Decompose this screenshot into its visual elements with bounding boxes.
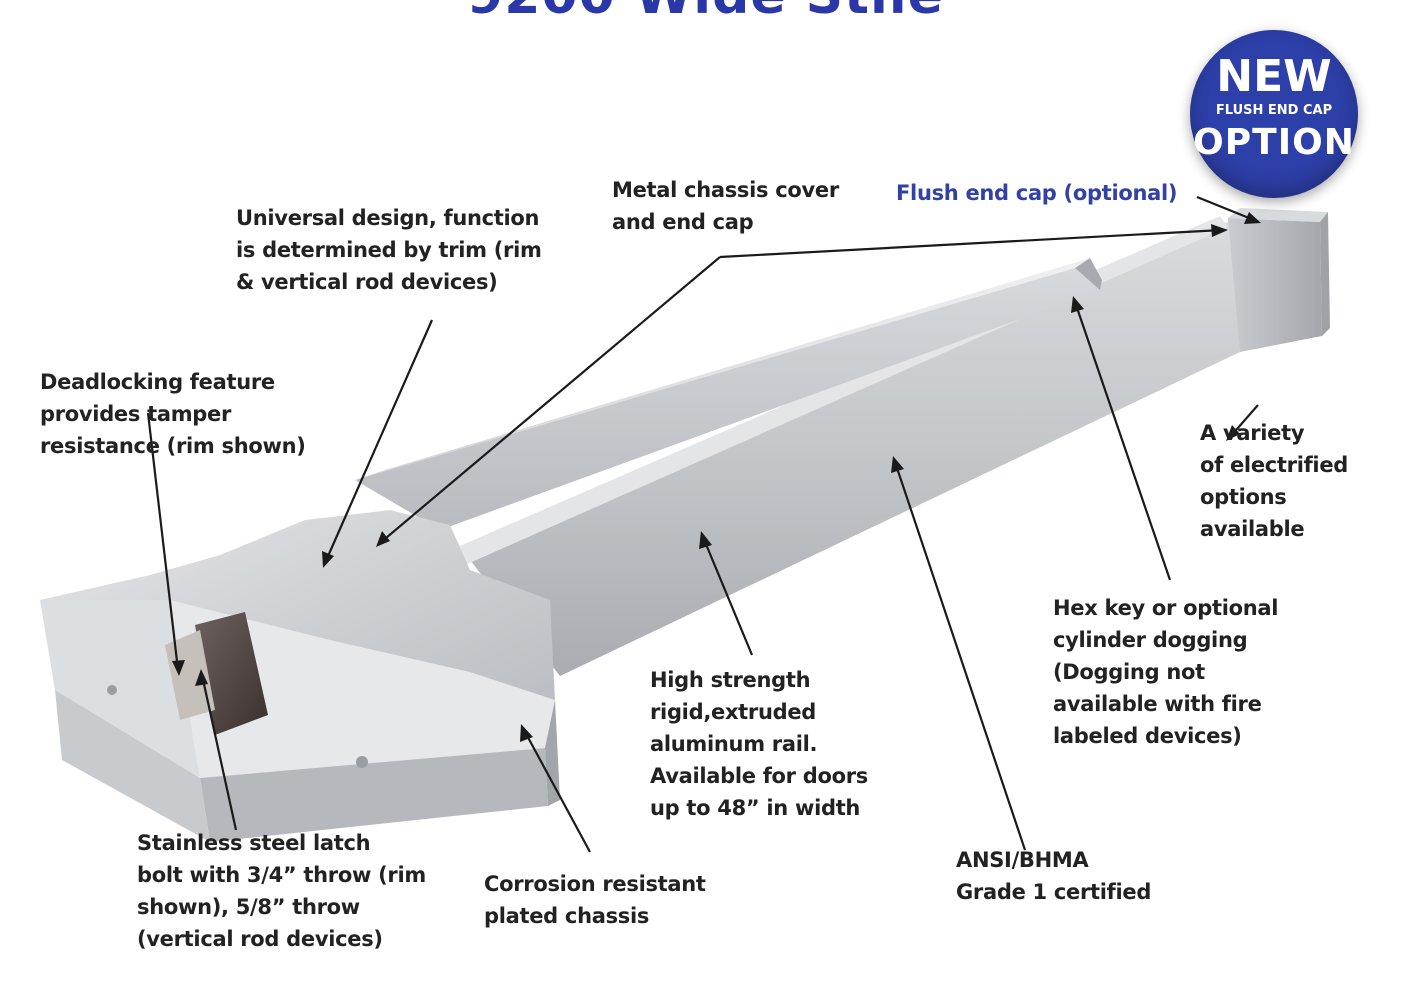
callout-universal-design: Universal design, function is determined… (236, 206, 542, 294)
callout-latch-bolt: Stainless steel latch bolt with 3/4” thr… (137, 831, 426, 951)
page-title: 9200 Wide Stile (0, 0, 1411, 26)
callout-deadlocking: Deadlocking feature provides tamper resi… (40, 370, 306, 458)
callout-flush-end-cap: Flush end cap (optional) (896, 181, 1178, 205)
badge-new-text: NEW (1216, 51, 1332, 102)
callout-metal-chassis: Metal chassis cover and end cap (612, 178, 839, 234)
latch-bolt (107, 612, 368, 768)
badge-option-text: OPTION (1193, 122, 1355, 163)
leader-lines (146, 195, 1259, 853)
new-option-badge: NEW FLUSH END CAP OPTION (1190, 30, 1358, 198)
callout-ansi-bhma: ANSI/BHMA Grade 1 certified (956, 848, 1152, 904)
end-cap (1228, 208, 1330, 352)
chassis (40, 510, 560, 842)
callout-corrosion-resistant: Corrosion resistant plated chassis (484, 872, 706, 928)
callout-electrified-options: A variety of electrified options availab… (1200, 421, 1349, 541)
badge-subtitle-text: FLUSH END CAP (1215, 103, 1333, 118)
callout-aluminum-rail: High strength rigid,extruded aluminum ra… (650, 668, 868, 820)
arrow-heads (172, 212, 1261, 742)
callout-hex-key-dogging: Hex key or optional cylinder dogging (Do… (1053, 596, 1279, 748)
touch-pad (355, 258, 1102, 530)
